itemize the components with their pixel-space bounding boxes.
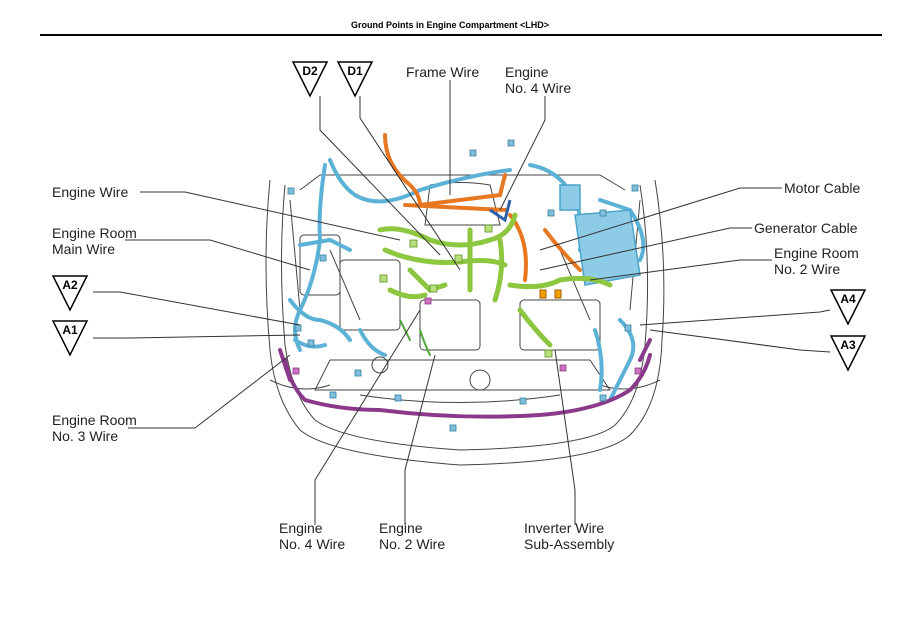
label-engine-wire: Engine Wire	[52, 184, 129, 200]
label-engine-no4-wire-top: Engine No. 4 Wire	[505, 64, 572, 96]
engine-room-no3-wire-harness	[278, 338, 652, 419]
inverter-block	[559, 184, 641, 286]
ground-point-a2	[51, 275, 89, 312]
frame-wire-harness	[383, 133, 582, 282]
ground-point-d2	[291, 61, 329, 98]
ground-point-a3	[829, 335, 867, 372]
label-engine-no4-wire-bottom: Engine No. 4 Wire	[279, 520, 346, 552]
ground-point-a1-label: A1	[62, 323, 78, 337]
ground-point-a4-label: A4	[840, 292, 856, 306]
purple-connectors	[292, 297, 642, 375]
engine-connectors	[379, 224, 553, 358]
ground-point-a1	[51, 320, 89, 357]
ground-point-a3-label: A3	[840, 338, 856, 352]
ground-point-a4	[829, 289, 867, 326]
engine-wire-harness	[377, 212, 613, 348]
label-inverter-wire-sub-assembly: Inverter Wire Sub-Assembly	[524, 520, 615, 552]
label-engine-room-no3-wire: Engine Room No. 3 Wire	[52, 412, 137, 444]
label-generator-cable: Generator Cable	[754, 220, 858, 236]
label-engine-room-main-wire: Engine Room Main Wire	[52, 225, 137, 257]
ground-point-d2-label: D2	[302, 64, 318, 78]
engine-no2-wire-harness	[399, 319, 431, 356]
ground-point-d1-label: D1	[347, 64, 363, 78]
label-motor-cable: Motor Cable	[784, 180, 861, 196]
connectors	[287, 139, 639, 432]
ground-point-d1	[336, 61, 374, 98]
label-frame-wire: Frame Wire	[406, 64, 480, 80]
title-rule	[40, 34, 882, 36]
leader-lines	[93, 80, 831, 525]
label-engine-room-no2-wire: Engine Room No. 2 Wire	[774, 245, 859, 277]
ground-terminals	[539, 289, 562, 299]
label-engine-no2-wire: Engine No. 2 Wire	[379, 520, 446, 552]
ground-point-a2-label: A2	[62, 278, 78, 292]
engine-no4-wire-harness	[489, 199, 512, 223]
page-title: Ground Points in Engine Compartment <LHD…	[350, 20, 549, 30]
